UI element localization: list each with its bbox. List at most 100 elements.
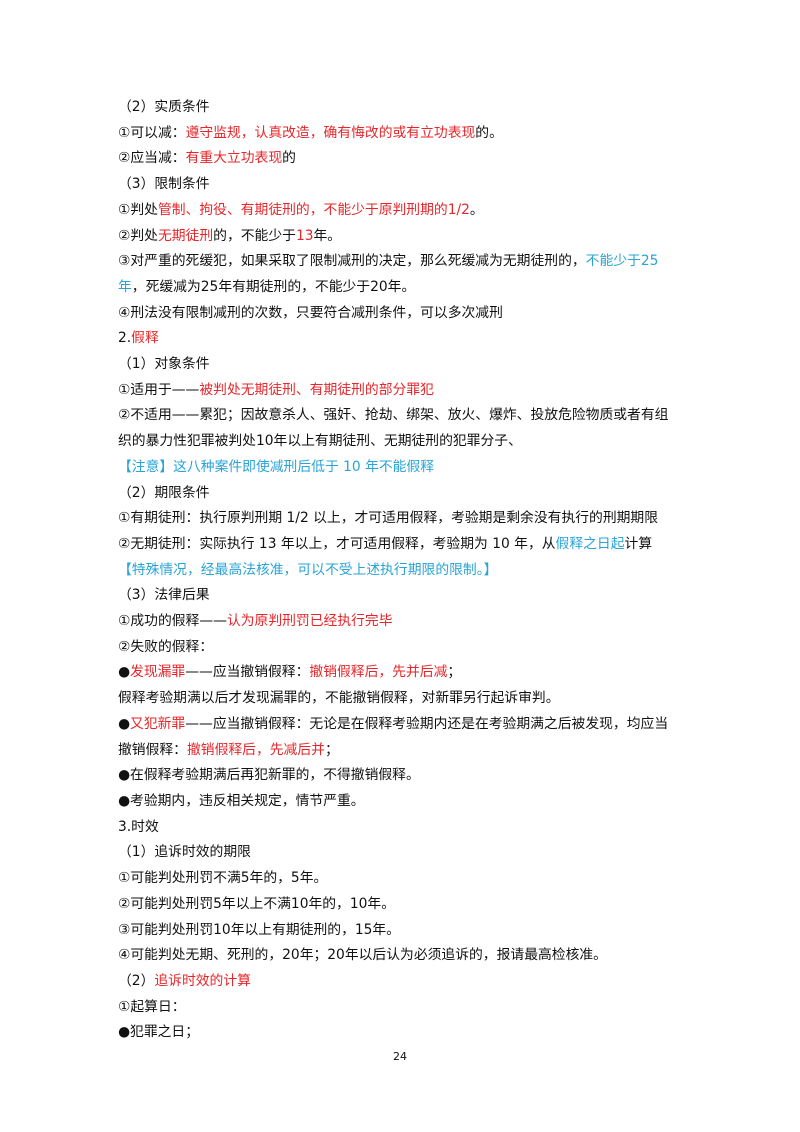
text-line: ●考验期内，违反相关规定，情节严重。 <box>118 789 688 815</box>
highlighted-text: 又犯新罪 <box>130 715 186 732</box>
text-segment: ②可能判处刑罚5年以上不满10年的，10年。 <box>118 895 396 912</box>
highlighted-text: 发现漏罪 <box>130 664 186 681</box>
text-line: 年，死缓减为25年有期徒刑的，不能少于20年。 <box>118 275 688 301</box>
text-line: ①适用于——被判处无期徒刑、有期徒刑的部分罪犯 <box>118 378 688 404</box>
text-segment: 的，不能少于 <box>213 227 296 244</box>
text-segment: 织的暴力性犯罪被判处10年以上有期徒刑、无期徒刑的犯罪分子、 <box>118 433 522 450</box>
text-segment: ● <box>118 715 131 732</box>
text-line: ④刑法没有限制减刑的次数，只要符合减刑条件，可以多次减刑 <box>118 301 688 327</box>
highlighted-text: 被判处无期徒刑、有期徒刑的部分罪犯 <box>199 381 434 398</box>
highlighted-text: 追诉时效的计算 <box>154 972 251 989</box>
text-segment: （1）对象条件 <box>118 356 210 373</box>
highlighted-text: 【特殊情况，经最高法核准，可以不受上述执行期限的限制。】 <box>118 561 498 578</box>
text-segment: ①有期徒刑：执行原判刑期 1/2 以上，才可适用假释，考验期是剩余没有执行的刑期… <box>118 510 659 527</box>
text-line: 3.时效 <box>118 815 688 841</box>
text-line: ①起算日： <box>118 995 688 1021</box>
highlighted-text: 年 <box>118 278 132 295</box>
text-segment: 计算 <box>624 535 653 552</box>
text-segment: （3）限制条件 <box>118 176 210 193</box>
highlighted-text: 认为原判刑罚已经执行完毕 <box>226 613 393 630</box>
text-segment: ④可能判处无期、死刑的，20年；20年以后认为必须追诉的，报请最高检核准。 <box>118 947 607 964</box>
text-line: ①有期徒刑：执行原判刑期 1/2 以上，才可适用假释，考验期是剩余没有执行的刑期… <box>118 506 688 532</box>
highlighted-text: 【注意】这八种案件即使减刑后低于 10 年不能假释 <box>118 458 435 475</box>
text-line: （2）期限条件 <box>118 481 688 507</box>
highlighted-text: 撤销假释后，先并后减 <box>309 664 448 681</box>
page-number: 24 <box>393 1050 407 1063</box>
text-line: ④可能判处无期、死刑的，20年；20年以后认为必须追诉的，报请最高检核准。 <box>118 943 688 969</box>
text-segment: ①判处 <box>118 201 158 218</box>
text-segment: 假释考验期满以后才发现漏罪的，不能撤销假释，对新罪另行起诉审判。 <box>118 690 560 707</box>
text-segment: ②不适用——累犯；因故意杀人、强奸、抢劫、绑架、放火、爆炸、投放危险物质或者有组 <box>118 407 669 424</box>
text-line: ②失败的假释： <box>118 635 688 661</box>
text-segment: ①起算日： <box>118 998 186 1015</box>
text-line: ②应当减：有重大立功表现的 <box>118 146 688 172</box>
highlighted-text: 13 <box>295 227 314 244</box>
text-segment: ——应当撤销假释：无论是在假释考验期内还是在考验期满之后被发现，均应当 <box>185 715 669 732</box>
text-line: ①可能判处刑罚不满5年的，5年。 <box>118 866 688 892</box>
text-segment: ●在假释考验期满后再犯新罪的，不得撤销假释。 <box>118 767 420 784</box>
text-segment: （1）追诉时效的期限 <box>118 844 251 861</box>
text-line: （3）法律后果 <box>118 583 688 609</box>
text-line: ②可能判处刑罚5年以上不满10年的，10年。 <box>118 892 688 918</box>
text-line: ②无期徒刑：实际执行 13 年以上，才可适用假释，考验期为 10 年，从假释之日… <box>118 532 688 558</box>
text-line: ①判处管制、拘役、有期徒刑的，不能少于原判刑期的1/2。 <box>118 198 688 224</box>
text-segment: （2） <box>118 972 155 989</box>
text-segment: ，死缓减为25年有期徒刑的，不能少于20年。 <box>131 278 416 295</box>
text-line: ●发现漏罪——应当撤销假释：撤销假释后，先并后减； <box>118 660 688 686</box>
text-line: ②判处无期徒刑的，不能少于13年。 <box>118 224 688 250</box>
text-line: ●犯罪之日； <box>118 1020 688 1046</box>
text-segment: 3.时效 <box>118 818 159 835</box>
text-line: 【注意】这八种案件即使减刑后低于 10 年不能假释 <box>118 455 688 481</box>
text-line: ②不适用——累犯；因故意杀人、强奸、抢劫、绑架、放火、爆炸、投放危险物质或者有组 <box>118 403 688 429</box>
text-line: ③对严重的死缓犯，如果采取了限制减刑的决定，那么死缓减为无期徒刑的，不能少于25 <box>118 249 688 275</box>
text-line: （3）限制条件 <box>118 172 688 198</box>
text-line: ●在假释考验期满后再犯新罪的，不得撤销假释。 <box>118 763 688 789</box>
text-segment: ①可以减： <box>118 124 186 141</box>
text-line: 2.假释 <box>118 326 688 352</box>
text-segment: ①可能判处刑罚不满5年的，5年。 <box>118 870 328 887</box>
text-segment: 的 <box>282 150 296 167</box>
text-segment: 年。 <box>313 227 342 244</box>
text-segment: （2）期限条件 <box>118 484 210 501</box>
highlighted-text: 遵守监规，认真改造，确有悔改的或有立功表现 <box>185 124 476 141</box>
highlighted-text: 假释之日起 <box>555 535 625 552</box>
text-segment: ①成功的假释—— <box>118 613 227 630</box>
text-segment: ●考验期内，违反相关规定，情节严重。 <box>118 792 365 809</box>
text-segment: ； <box>324 741 339 758</box>
text-segment: 。 <box>469 201 484 218</box>
text-segment: ②无期徒刑：实际执行 13 年以上，才可适用假释，考验期为 10 年，从 <box>118 535 556 552</box>
text-line: （1）对象条件 <box>118 352 688 378</box>
text-segment: 2. <box>118 330 132 347</box>
highlighted-text: 撤销假释后，先减后并 <box>186 741 325 758</box>
text-segment: ● <box>118 664 131 681</box>
text-segment: ②失败的假释： <box>118 638 214 655</box>
text-segment: ②判处 <box>118 227 158 244</box>
text-line: （2）实质条件 <box>118 95 688 121</box>
highlighted-text: 假释 <box>131 330 159 347</box>
text-segment: ②应当减： <box>118 150 186 167</box>
text-segment: ●犯罪之日； <box>118 1024 200 1041</box>
text-line: 【特殊情况，经最高法核准，可以不受上述执行期限的限制。】 <box>118 558 688 584</box>
text-segment: （3）法律后果 <box>118 587 210 604</box>
text-line: （1）追诉时效的期限 <box>118 840 688 866</box>
highlighted-text: 有重大立功表现 <box>185 150 283 167</box>
highlighted-text: 不能少于25 <box>585 253 659 270</box>
highlighted-text: 无期徒刑 <box>157 227 214 244</box>
text-segment: 的。 <box>475 124 503 141</box>
text-segment: 撤销假释： <box>118 741 187 758</box>
text-line: （2）追诉时效的计算 <box>118 969 688 995</box>
text-line: 假释考验期满以后才发现漏罪的，不能撤销假释，对新罪另行起诉审判。 <box>118 686 688 712</box>
text-segment: ——应当撤销假释： <box>185 664 310 681</box>
text-line: 撤销假释：撤销假释后，先减后并； <box>118 738 688 764</box>
highlighted-text: 管制、拘役、有期徒刑的，不能少于原判刑期的1/2 <box>157 201 470 218</box>
text-line: ③可能判处刑罚10年以上有期徒刑的，15年。 <box>118 918 688 944</box>
text-segment: （2）实质条件 <box>118 99 210 115</box>
text-segment: ④刑法没有限制减刑的次数，只要符合减刑条件，可以多次减刑 <box>118 304 503 321</box>
text-segment: ③对严重的死缓犯，如果采取了限制减刑的决定，那么死缓减为无期徒刑的， <box>118 253 586 270</box>
text-line: ①成功的假释——认为原判刑罚已经执行完毕 <box>118 609 688 635</box>
text-line: ●又犯新罪——应当撤销假释：无论是在假释考验期内还是在考验期满之后被发现，均应当 <box>118 712 688 738</box>
text-line: 织的暴力性犯罪被判处10年以上有期徒刑、无期徒刑的犯罪分子、 <box>118 429 688 455</box>
text-segment: ③可能判处刑罚10年以上有期徒刑的，15年。 <box>118 921 401 938</box>
text-segment: ； <box>447 664 462 681</box>
